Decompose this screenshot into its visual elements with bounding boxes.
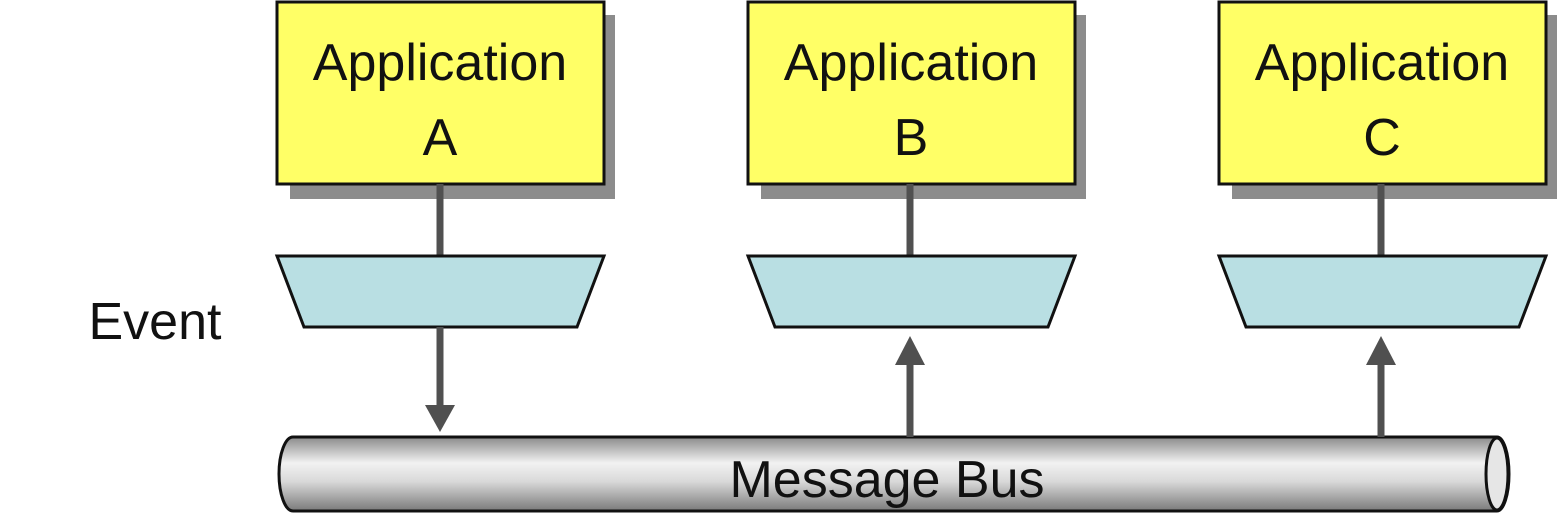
application-a-column: Application A (274, 0, 615, 432)
message-bus-end-cap (1484, 436, 1510, 512)
application-b-label-line2: B (894, 109, 929, 167)
message-bus-label: Message Bus (729, 451, 1044, 509)
application-a-box (275, 0, 606, 186)
application-c-column: Application C (1216, 0, 1557, 437)
application-c-label-line1: Application (1255, 34, 1509, 92)
application-b-event-shape (745, 254, 1078, 329)
application-c-label-line2: C (1363, 109, 1401, 167)
application-b-column: Application B (745, 0, 1086, 437)
application-b-box (746, 0, 1077, 186)
application-a-event-shape (274, 254, 607, 329)
application-c-event-shape (1216, 254, 1549, 329)
application-c-box (1217, 0, 1548, 186)
application-b-label-line1: Application (784, 34, 1038, 92)
arrow-up-icon (895, 336, 925, 365)
application-a-label-line1: Application (313, 34, 567, 92)
arrow-up-icon (1366, 336, 1396, 365)
arrow-down-icon (425, 405, 455, 432)
event-label: Event (89, 293, 223, 351)
application-a-label-line2: A (423, 109, 458, 167)
message-bus: Message Bus (277, 435, 1511, 513)
